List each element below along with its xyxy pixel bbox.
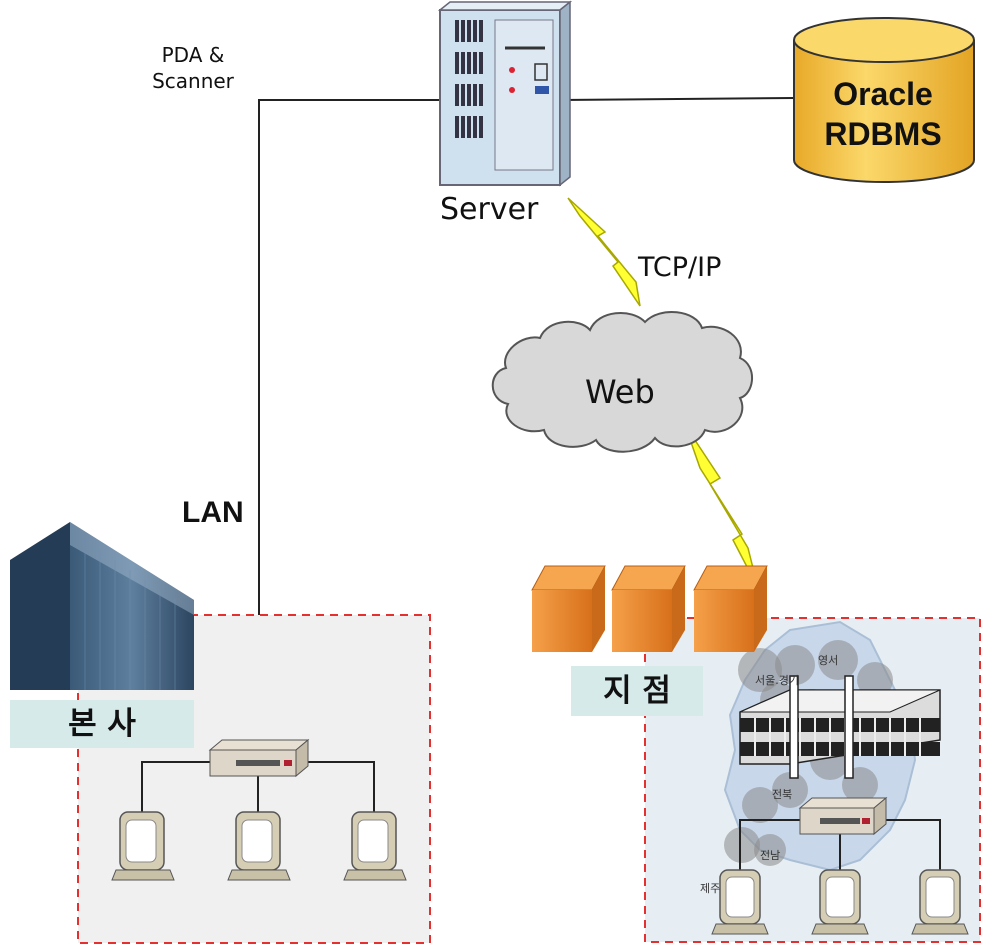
terminal-icon <box>911 869 969 935</box>
office-building-icon <box>739 675 941 779</box>
storage-box-icon <box>693 565 768 652</box>
map-label-jeju: 제주 <box>700 882 721 895</box>
hub-icon <box>208 738 310 778</box>
lan-line <box>258 99 440 757</box>
headquarters-label: 본 사 <box>10 700 194 748</box>
tcpip-label: TCP/IP <box>638 252 722 283</box>
building-icon <box>10 522 194 690</box>
database-label: Oracle RDBMS <box>808 74 958 154</box>
pda-label-line1: PDA & <box>161 43 225 67</box>
connections <box>258 97 795 757</box>
hub-icon <box>798 796 888 836</box>
web-label: Web <box>585 373 655 411</box>
map-label-yeongseo: 영서 <box>818 654 839 667</box>
server-icon <box>437 0 573 187</box>
map-label-jeonnam: 전남 <box>760 849 781 862</box>
terminal-icon <box>111 811 175 881</box>
storage-box-icon <box>531 565 606 652</box>
database-icon <box>793 17 975 183</box>
branch-label: 지 점 <box>571 666 703 716</box>
storage-boxes <box>531 565 768 652</box>
lightning-icon <box>567 197 641 307</box>
lightning-icon <box>684 424 759 589</box>
map-label-jeonbuk: 전북 <box>772 788 793 801</box>
hq-lan <box>111 738 407 881</box>
oracle-label-line2: RDBMS <box>824 116 942 152</box>
terminal-icon <box>343 811 407 881</box>
lan-label: LAN <box>182 496 244 529</box>
storage-box-icon <box>611 565 686 652</box>
cloud-icon <box>491 310 753 453</box>
map-label-seoul-gyeonggi: 서울.경기 <box>755 674 799 687</box>
terminal-icon <box>811 869 869 935</box>
pda-label-line2: Scanner <box>152 69 234 93</box>
pda-scanner-label: PDA & Scanner <box>118 42 268 94</box>
terminal-icon <box>711 869 769 935</box>
server-label: Server <box>440 192 539 227</box>
terminal-icon <box>227 811 291 881</box>
db-line <box>559 97 795 101</box>
branch-lan <box>711 796 969 935</box>
oracle-label-line1: Oracle <box>833 76 933 112</box>
